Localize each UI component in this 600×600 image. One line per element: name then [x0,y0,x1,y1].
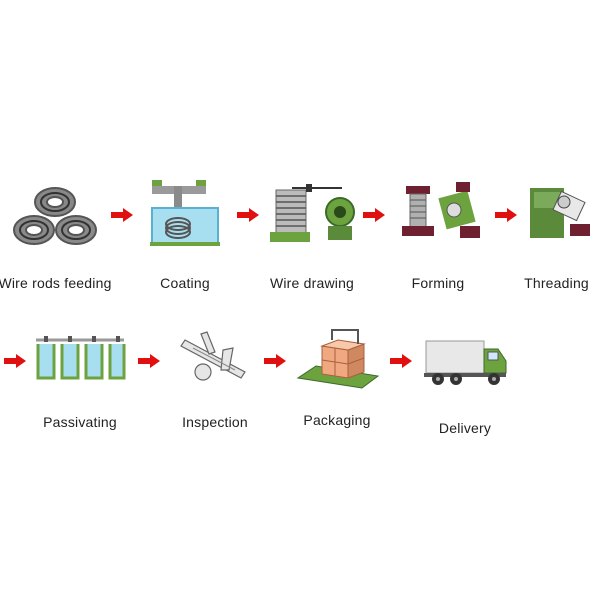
step-inspection: Inspection [155,330,275,430]
step-wire-rods-feeding: Wire rods feeding [0,180,115,291]
step-label: Wire drawing [252,275,372,291]
step-threading: Threading [509,180,600,291]
step-label: Forming [378,275,498,291]
step-passivating: Passivating [20,330,140,430]
step-label: Delivery [405,420,525,436]
step-label: Coating [125,275,245,291]
delivery-truck-icon [420,335,510,390]
step-label: Packaging [277,412,397,428]
forming-machine-icon [388,180,488,255]
caliper-icon [175,330,255,390]
wire-drawing-machine-icon [262,180,362,255]
step-label: Passivating [20,414,140,430]
step-delivery: Delivery [405,335,525,436]
step-wire-drawing: Wire drawing [252,180,372,291]
wire-coils-icon [10,180,100,255]
coating-tank-icon [140,180,230,255]
step-label: Wire rods feeding [0,275,115,291]
step-packaging: Packaging [277,328,397,428]
threading-machine-icon [512,180,600,255]
step-label: Threading [509,275,600,291]
step-coating: Coating [125,180,245,291]
step-forming: Forming [378,180,498,291]
passivating-tanks-icon [30,330,130,390]
pallet-boxes-icon [292,328,382,390]
step-label: Inspection [155,414,275,430]
